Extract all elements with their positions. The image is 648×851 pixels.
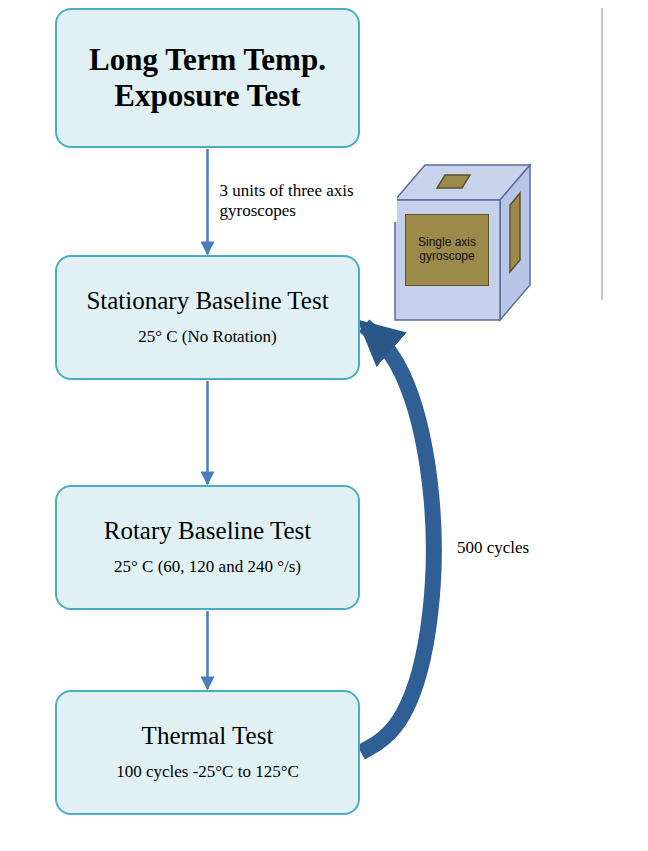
process-box: Rotary Baseline Test 25° C (60, 120 and 2… xyxy=(55,485,360,610)
flow-arrow xyxy=(206,381,209,484)
node-title: Rotary Baseline Test xyxy=(104,516,311,546)
node-title: Long Term Temp. Exposure Test xyxy=(69,42,346,113)
top-gyroscope xyxy=(437,175,470,188)
side-gyroscope xyxy=(510,193,520,272)
node-detail: 100 cycles -25°C to 125°C xyxy=(116,761,299,783)
process-box: Stationary Baseline Test 25° C (No Rotati… xyxy=(55,255,360,380)
gyroscope-label-box: Single axis gyroscope xyxy=(405,214,489,286)
node-title: Thermal Test xyxy=(142,721,274,751)
node-title: Single axis gyroscope xyxy=(406,234,488,266)
edge-label: 3 units of three axis gyroscopes xyxy=(218,180,397,223)
node-detail: 25° C (No Rotation) xyxy=(138,326,277,348)
edge-label: 500 cycles xyxy=(455,537,579,559)
flow-arrow xyxy=(206,611,209,689)
frame-line xyxy=(601,8,603,300)
cube-side xyxy=(500,165,530,320)
process-box: Thermal Test 100 cycles -25°C to 125°C xyxy=(55,690,360,815)
process-box: Long Term Temp. Exposure Test xyxy=(55,8,360,148)
node-title: Stationary Baseline Test xyxy=(86,286,328,316)
loop-arrow xyxy=(361,326,434,753)
cube-front xyxy=(395,200,500,320)
flow-arrow xyxy=(206,149,209,254)
node-detail: 25° C (60, 120 and 240 °/s) xyxy=(114,556,301,578)
